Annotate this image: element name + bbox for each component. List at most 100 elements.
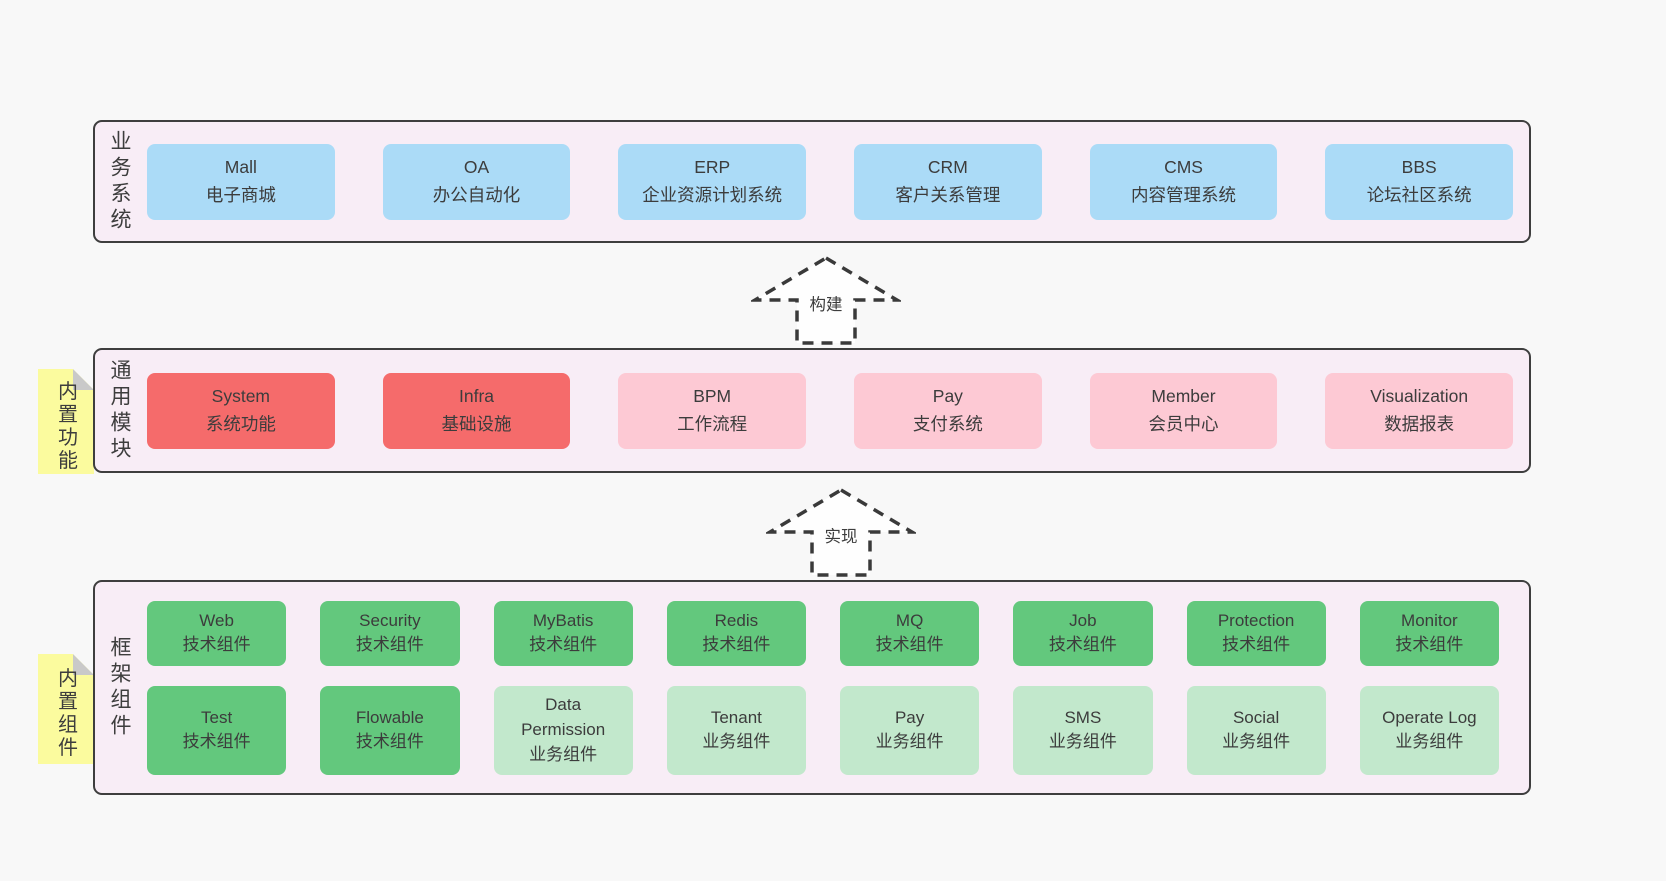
card-name: Monitor	[1401, 610, 1458, 630]
card-visualization: Visualization 数据报表	[1325, 372, 1514, 449]
card-name: Data Permission	[521, 695, 606, 740]
card-desc: 内容管理系统	[1131, 184, 1237, 205]
card-monitor: Monitor 技术组件	[1359, 601, 1499, 666]
card-name: Job	[1069, 610, 1097, 630]
card-desc: 业务组件	[1048, 732, 1117, 752]
section-framework-components: 框架组件 Web 技术组件 Security 技术组件 MyBatis 技术组件…	[93, 580, 1531, 795]
card-name: Infra	[458, 386, 495, 407]
card-name: OA	[463, 157, 490, 178]
card-desc: 技术组件	[355, 732, 424, 752]
card-member: Member 会员中心	[1089, 372, 1278, 449]
card-name: Mall	[224, 157, 257, 178]
arrow-label: 实现	[822, 523, 860, 547]
card-name: Security	[359, 610, 421, 630]
arrow-build: 构建	[751, 255, 901, 347]
card-desc: 技术组件	[1222, 635, 1291, 655]
card-desc: 业务组件	[1395, 732, 1464, 752]
card-bpm: BPM 工作流程	[618, 372, 807, 449]
card-name: System	[211, 386, 271, 407]
card-desc: 支付系统	[912, 413, 983, 434]
card-pay-component: Pay 业务组件	[840, 685, 980, 775]
card-pay-system: Pay 支付系统	[854, 372, 1042, 449]
card-desc: 系统功能	[205, 413, 276, 434]
card-desc: 技术组件	[182, 635, 251, 655]
card-desc: 数据报表	[1384, 413, 1455, 434]
card-desc: 技术组件	[1395, 635, 1464, 655]
card-test: Test 技术组件	[147, 685, 287, 775]
card-security: Security 技术组件	[320, 601, 460, 666]
card-name: Redis	[714, 610, 759, 630]
card-job: Job 技术组件	[1013, 601, 1153, 666]
card-web: Web 技术组件	[147, 601, 287, 666]
arrow-implement: 实现	[766, 487, 916, 579]
card-protection: Protection 技术组件	[1186, 601, 1326, 666]
card-name: Flowable	[355, 707, 424, 727]
card-row: System 系统功能 Infra 基础设施 BPM 工作流程 Pay 支付系统…	[147, 372, 1514, 449]
card-desc: 企业资源计划系统	[642, 184, 783, 205]
sticky-label: 内置组件	[54, 667, 77, 760]
card-desc: 业务组件	[1222, 732, 1291, 752]
card-desc: 工作流程	[677, 413, 748, 434]
card-mq: MQ 技术组件	[840, 601, 980, 666]
card-sms: SMS 业务组件	[1013, 685, 1153, 775]
arrow-label: 构建	[807, 291, 845, 315]
card-operate-log: Operate Log 业务组件	[1359, 685, 1499, 775]
section-label: 框架组件	[108, 635, 131, 740]
sticky-note-built-in-features: 内置功能	[38, 369, 94, 474]
card-tenant: Tenant 业务组件	[666, 685, 806, 775]
card-desc: 技术组件	[702, 635, 771, 655]
card-desc: 客户关系管理	[895, 184, 1001, 205]
card-desc: 业务组件	[529, 744, 598, 764]
card-name: Tenant	[710, 707, 762, 727]
sticky-label: 内置功能	[54, 380, 77, 473]
card-crm: CRM 客户关系管理	[854, 143, 1042, 220]
card-name: MQ	[895, 610, 924, 630]
card-desc: 技术组件	[1048, 635, 1117, 655]
card-bbs: BBS 论坛社区系统	[1325, 143, 1514, 220]
card-name: Member	[1151, 386, 1216, 407]
card-cms: CMS 内容管理系统	[1089, 143, 1278, 220]
sticky-note-built-in-components: 内置组件	[38, 654, 94, 764]
card-name: BPM	[693, 386, 732, 407]
card-desc: 电子商城	[205, 184, 276, 205]
section-label: 业务系统	[108, 129, 131, 234]
card-desc: 会员中心	[1148, 413, 1219, 434]
card-grid: Web 技术组件 Security 技术组件 MyBatis 技术组件 Redi…	[147, 601, 1499, 775]
card-name: Pay	[932, 386, 963, 407]
card-desc: 业务组件	[702, 732, 771, 752]
card-redis: Redis 技术组件	[666, 601, 806, 666]
section-common-modules: 通用模块 System 系统功能 Infra 基础设施 BPM 工作流程 Pay…	[93, 348, 1531, 473]
card-social: Social 业务组件	[1186, 685, 1326, 775]
section-label: 通用模块	[108, 358, 131, 463]
card-desc: 技术组件	[875, 635, 944, 655]
card-flowable: Flowable 技术组件	[320, 685, 460, 775]
card-name: ERP	[694, 157, 731, 178]
card-name: Visualization	[1370, 386, 1469, 407]
card-desc: 技术组件	[182, 732, 251, 752]
card-name: SMS	[1064, 707, 1102, 727]
card-infra: Infra 基础设施	[382, 372, 571, 449]
card-desc: 技术组件	[529, 635, 598, 655]
card-mall: Mall 电子商城	[147, 143, 335, 220]
card-desc: 技术组件	[355, 635, 424, 655]
section-business-systems: 业务系统 Mall 电子商城 OA 办公自动化 ERP 企业资源计划系统 CRM…	[93, 120, 1531, 243]
card-name: Web	[199, 610, 234, 630]
card-name: CRM	[927, 157, 968, 178]
card-row: Mall 电子商城 OA 办公自动化 ERP 企业资源计划系统 CRM 客户关系…	[147, 143, 1514, 220]
card-oa: OA 办公自动化	[382, 143, 571, 220]
card-name: BBS	[1401, 157, 1437, 178]
card-name: Social	[1232, 707, 1280, 727]
card-mybatis: MyBatis 技术组件	[493, 601, 633, 666]
card-name: Pay	[894, 707, 925, 727]
card-system: System 系统功能	[147, 372, 335, 449]
card-desc: 办公自动化	[432, 184, 521, 205]
card-name: Test	[201, 707, 233, 727]
card-name: Operate Log	[1382, 707, 1477, 727]
card-name: Protection	[1217, 610, 1295, 630]
card-desc: 论坛社区系统	[1366, 184, 1472, 205]
card-desc: 基础设施	[441, 413, 512, 434]
card-name: MyBatis	[532, 610, 594, 630]
card-name: CMS	[1164, 157, 1203, 178]
card-erp: ERP 企业资源计划系统	[618, 143, 807, 220]
